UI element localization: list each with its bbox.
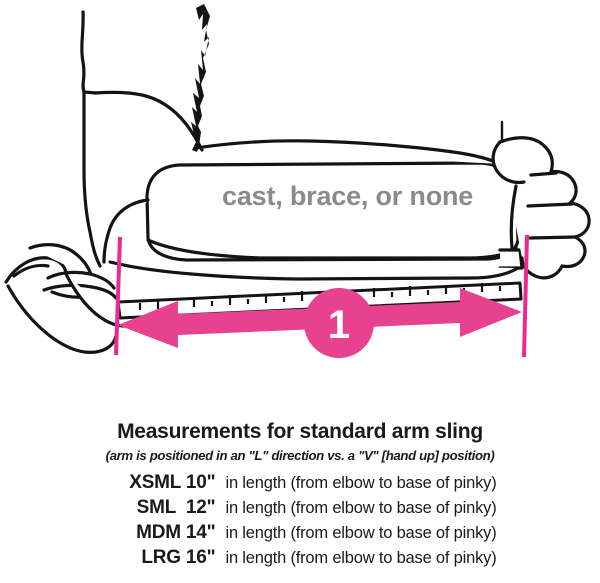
size-name: LRG 16" [141, 547, 216, 569]
measurement-marker-label: 1 [328, 303, 350, 347]
size-description: in length (from elbow to base of pinky) [225, 524, 497, 543]
size-name: MDM 14" [136, 522, 216, 544]
measurements-text-block: Measurements for standard arm sling (arm… [0, 400, 600, 583]
fist-hand-line-art [491, 120, 591, 280]
list-item: SML 12" in length (from elbow to base of… [0, 498, 600, 517]
size-description: in length (from elbow to base of pinky) [225, 549, 497, 568]
size-description: in length (from elbow to base of pinky) [225, 474, 497, 493]
page-title: Measurements for standard arm sling [117, 420, 483, 443]
cast-label: cast, brace, or none [222, 181, 473, 211]
sleeve-edge-line-art [191, 4, 210, 152]
size-description: in length (from elbow to base of pinky) [225, 499, 497, 518]
measurement-marker-1: 1 [304, 288, 374, 358]
size-list: XSML 10" in length (from elbow to base o… [0, 473, 600, 567]
left-measure-guide-line [114, 236, 122, 356]
list-item: MDM 14" in length (from elbow to base of… [0, 523, 600, 542]
cast-forearm-line-art [102, 139, 524, 281]
left-hand-line-art [4, 243, 126, 354]
size-name: XSML 10" [129, 472, 216, 494]
list-item: LRG 16" in length (from elbow to base of… [0, 548, 600, 567]
right-measure-guide-line [522, 234, 529, 358]
page-subtitle: (arm is positioned in an "L" direction v… [105, 448, 495, 464]
list-item: XSML 10" in length (from elbow to base o… [0, 473, 600, 492]
arm-measurement-illustration: 1 cast, brace, or none [4, 4, 591, 358]
size-name: SML 12" [136, 497, 216, 519]
